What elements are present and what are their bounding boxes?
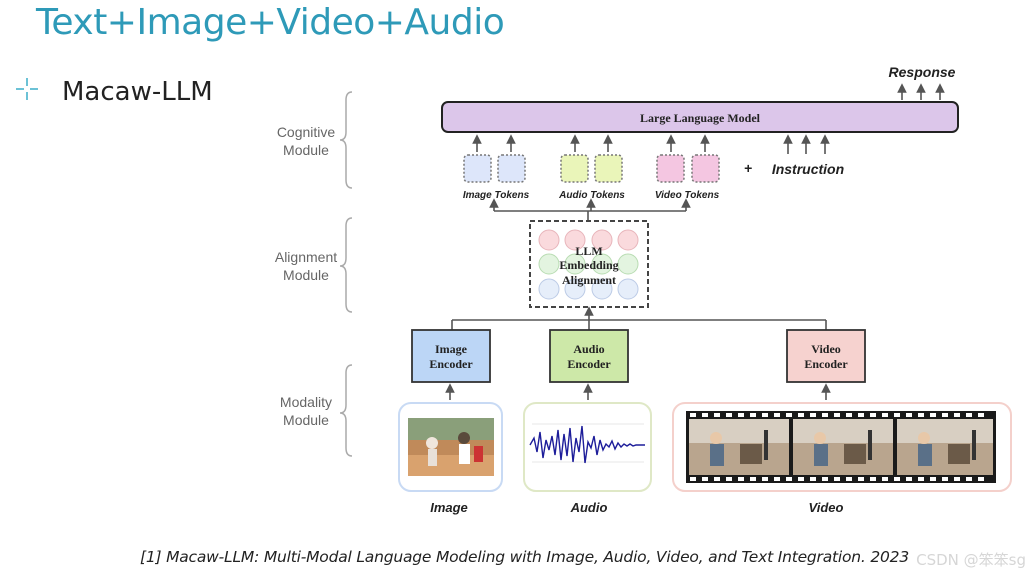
bullet-text: Macaw-LLM	[62, 77, 213, 107]
video-input	[672, 402, 1012, 492]
response-label: Response	[889, 64, 956, 80]
input-arrows	[445, 383, 831, 400]
slide-title: Text+Image+Video+Audio	[36, 2, 505, 43]
image-label: Image	[430, 500, 468, 515]
instruction-label: Instruction	[772, 161, 844, 177]
svg-text:Image Tokens: Image Tokens	[463, 190, 530, 201]
encoder-connector	[451, 306, 827, 330]
svg-text:Modality: Modality	[280, 394, 332, 410]
video-tokens: Video Tokens	[655, 154, 720, 201]
alignment-circles	[538, 229, 639, 300]
llm-box	[441, 101, 959, 133]
svg-text:Audio: Audio	[573, 342, 604, 356]
image-encoder: Image Encoder	[411, 329, 491, 383]
cognitive-module-label: Cognitive Module	[277, 91, 353, 189]
svg-text:Audio Tokens: Audio Tokens	[558, 190, 625, 201]
audio-input	[523, 402, 652, 492]
audio-tokens: Audio Tokens	[558, 154, 625, 201]
audio-encoder: Audio Encoder	[549, 329, 629, 383]
svg-text:Video Tokens: Video Tokens	[655, 190, 720, 201]
svg-text:Cognitive: Cognitive	[277, 124, 336, 140]
image-input	[398, 402, 503, 492]
alignment-text-3: Alignment	[562, 273, 616, 287]
svg-text:Encoder: Encoder	[567, 357, 611, 371]
video-label: Video	[809, 500, 844, 515]
svg-text:Module: Module	[283, 267, 329, 283]
alignment-text-2: Embedding	[559, 258, 618, 272]
plus-sign: +	[744, 160, 752, 176]
llm-label: Large Language Model	[640, 111, 761, 125]
image-tokens: Image Tokens	[463, 154, 530, 201]
sparkle-cross-icon	[14, 76, 44, 108]
svg-text:Video: Video	[811, 342, 841, 356]
svg-text:Encoder: Encoder	[804, 357, 848, 371]
watermark: CSDN @笨笨sg	[916, 551, 1026, 569]
token-arrows	[472, 134, 830, 154]
svg-text:Module: Module	[283, 142, 329, 158]
bullet-item: Macaw-LLM	[14, 76, 213, 108]
svg-text:Image: Image	[435, 342, 468, 356]
svg-text:Module: Module	[283, 412, 329, 428]
svg-text:Alignment: Alignment	[275, 249, 337, 265]
svg-text:Encoder: Encoder	[429, 357, 473, 371]
footnote-citation: [1] Macaw-LLM: Multi-Modal Language Mode…	[140, 548, 910, 566]
response-arrows	[897, 83, 945, 100]
alignment-module-label: Alignment Module	[275, 217, 353, 313]
alignment-text-1: LLM	[575, 244, 602, 258]
modality-module-label: Modality Module	[280, 364, 353, 457]
audio-label: Audio	[570, 500, 608, 515]
video-encoder: Video Encoder	[786, 329, 866, 383]
token-connector	[489, 198, 691, 220]
